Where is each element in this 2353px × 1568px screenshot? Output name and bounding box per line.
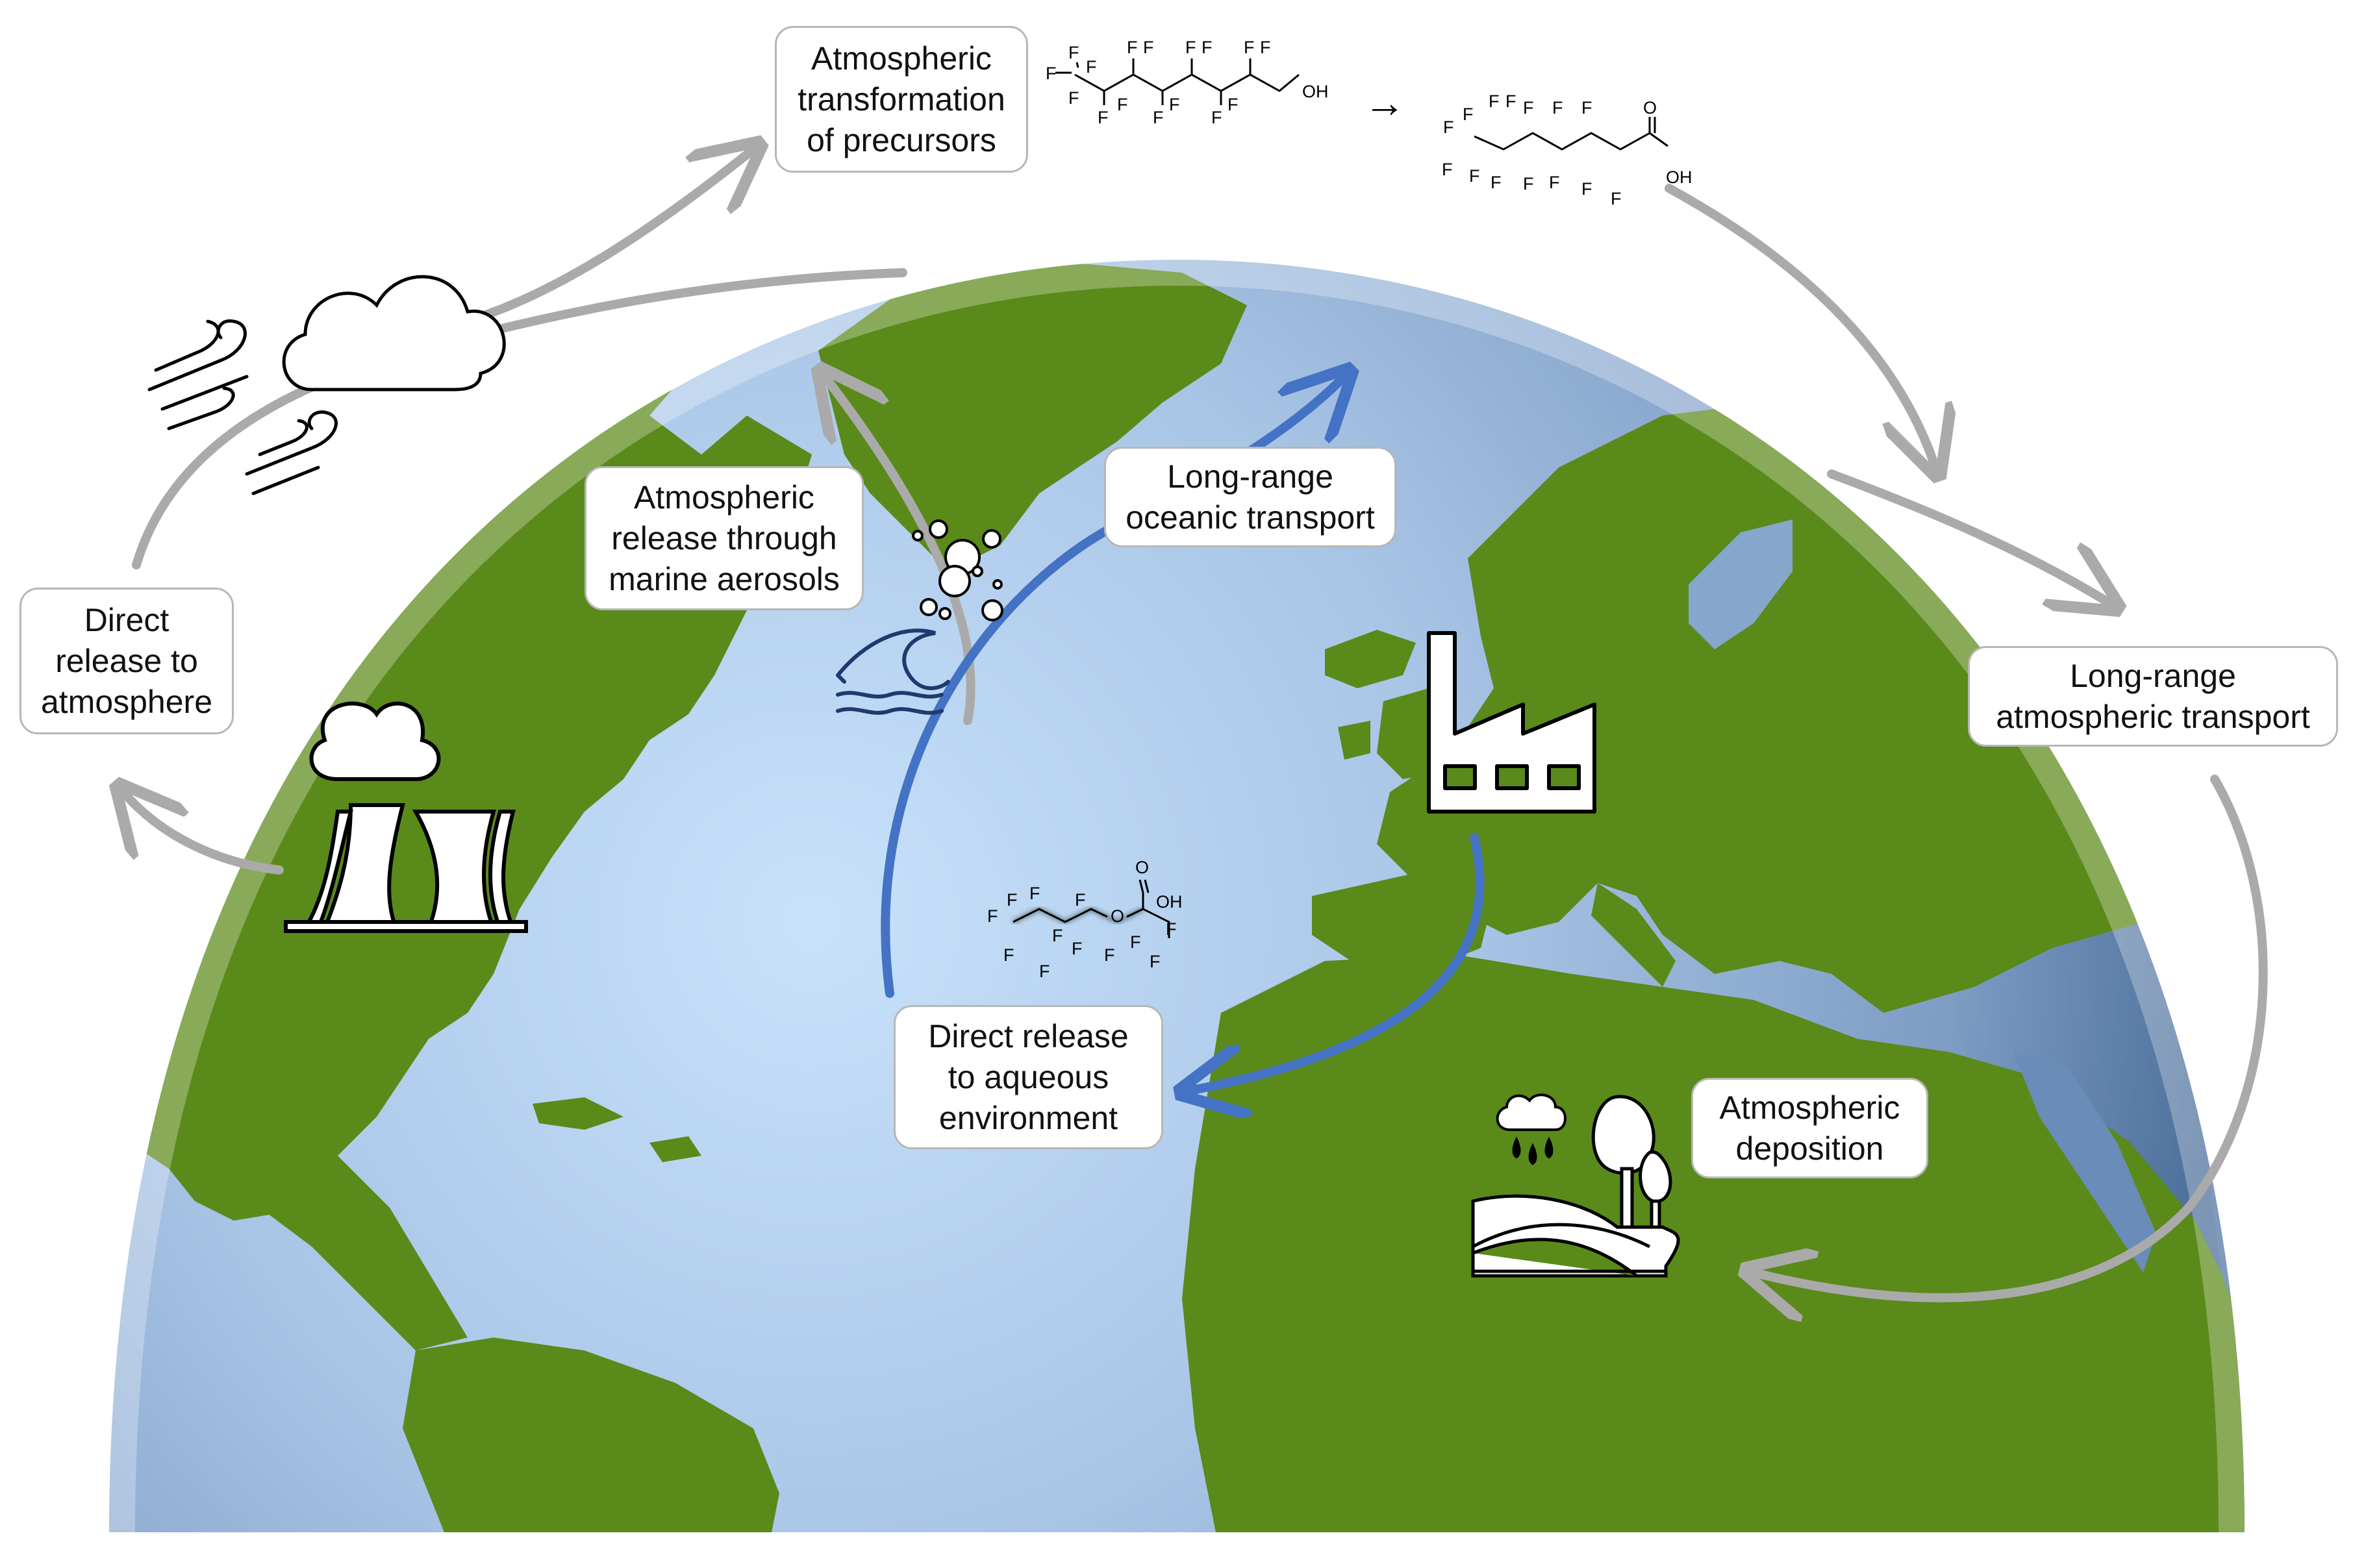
iceland xyxy=(1325,630,1416,688)
svg-text:F: F xyxy=(1029,884,1040,903)
label-atmospheric-transformation: Atmospheric transformation of precursors xyxy=(775,26,1028,173)
svg-text:F: F xyxy=(1185,38,1196,57)
hills-icon xyxy=(1471,1194,1680,1278)
south-america xyxy=(403,1338,779,1532)
arrow-transformation-to-europe xyxy=(1665,184,1935,467)
svg-text:F: F xyxy=(1127,38,1138,57)
factory-icon xyxy=(1427,631,1596,814)
svg-text:F: F xyxy=(1202,38,1213,57)
arrow-to-long-range xyxy=(1827,469,2111,604)
svg-text:F: F xyxy=(1104,945,1115,965)
label-oceanic-transport: Long-range oceanic transport xyxy=(1104,447,1396,547)
arrow-aerosol-release xyxy=(825,377,975,725)
svg-text:F: F xyxy=(1166,919,1177,939)
arrow-aqueous-release xyxy=(1189,833,1485,1091)
svg-text:F: F xyxy=(1068,43,1079,62)
arrow-plant-to-label xyxy=(123,792,284,875)
power-plant-icon xyxy=(284,701,528,933)
oceanic-arrows xyxy=(881,377,1485,1091)
arrow-to-transformation xyxy=(450,149,753,329)
label-long-range-atmospheric: Long-range atmospheric transport xyxy=(1968,646,2338,747)
svg-text:F: F xyxy=(1523,174,1534,193)
svg-text:F: F xyxy=(1244,38,1255,57)
bubbles-icon xyxy=(912,519,1003,621)
svg-text:F: F xyxy=(1072,939,1083,958)
svg-text:F: F xyxy=(1169,95,1180,114)
svg-text:OH: OH xyxy=(1156,892,1183,912)
svg-text:F: F xyxy=(1153,108,1164,127)
svg-text:F: F xyxy=(1227,95,1239,114)
svg-text:F: F xyxy=(1150,952,1161,971)
atmosphere-band xyxy=(83,233,2271,1533)
svg-text:F: F xyxy=(1052,926,1063,945)
svg-text:F: F xyxy=(1039,962,1050,981)
svg-text:F: F xyxy=(1443,118,1454,137)
svg-text:OH: OH xyxy=(1666,168,1692,187)
label-direct-release-atmosphere: Direct release to atmosphere xyxy=(19,588,234,734)
chemical-structure-pfca: F F F F F F F F F F F F F F O OH xyxy=(1442,92,1692,208)
chemical-structure-genx: F F F F F F F F O F F F F O OH xyxy=(987,858,1183,981)
svg-text:F: F xyxy=(1003,945,1014,965)
svg-text:F: F xyxy=(1143,38,1154,57)
svg-text:F: F xyxy=(1086,57,1097,77)
label-aqueous-release: Direct release to aqueous environment xyxy=(894,1005,1163,1149)
arrow-oceanic-transport xyxy=(881,377,1344,998)
svg-text:F: F xyxy=(1098,108,1109,127)
svg-text:F: F xyxy=(1549,173,1560,192)
svg-text:F: F xyxy=(1489,92,1500,111)
cloud-icon xyxy=(282,275,506,392)
svg-text:O: O xyxy=(1111,906,1124,926)
svg-text:F: F xyxy=(1211,108,1222,127)
arrow-deposition xyxy=(1754,775,2268,1298)
svg-text:F: F xyxy=(1581,98,1592,118)
wind-icon xyxy=(147,319,338,495)
africa xyxy=(1182,954,2245,1532)
svg-text:F: F xyxy=(1581,179,1592,199)
svg-text:F: F xyxy=(987,906,998,926)
svg-text:OH: OH xyxy=(1302,82,1329,101)
svg-text:F: F xyxy=(1491,173,1502,192)
svg-text:F: F xyxy=(1611,189,1622,208)
label-marine-aerosols: Atmospheric release through marine aeros… xyxy=(585,466,864,610)
wave-icon xyxy=(836,628,950,715)
svg-text:F: F xyxy=(1260,38,1271,57)
svg-text:F: F xyxy=(1442,160,1453,179)
greenland xyxy=(818,260,1247,571)
svg-text:F: F xyxy=(1463,105,1474,124)
svg-text:O: O xyxy=(1643,98,1657,118)
svg-text:F: F xyxy=(1505,92,1516,111)
central-america xyxy=(195,1104,468,1350)
svg-text:F: F xyxy=(1130,932,1141,952)
svg-text:O: O xyxy=(1135,858,1149,877)
rain-cloud-icon xyxy=(1496,1093,1567,1165)
label-deposition: Atmospheric deposition xyxy=(1691,1078,1928,1178)
svg-text:F: F xyxy=(1075,890,1086,910)
svg-text:F: F xyxy=(1046,64,1057,83)
svg-text:F: F xyxy=(1523,98,1534,118)
transformation-arrow: → xyxy=(1364,79,1405,126)
svg-text:F: F xyxy=(1552,98,1563,118)
svg-text:F: F xyxy=(1007,890,1018,910)
chemical-structure-ftoh: F F F F F F F F F F F F F F F F OH xyxy=(1046,38,1329,127)
svg-text:F: F xyxy=(1117,95,1128,114)
svg-text:F: F xyxy=(1068,88,1079,108)
svg-text:F: F xyxy=(1469,166,1480,186)
